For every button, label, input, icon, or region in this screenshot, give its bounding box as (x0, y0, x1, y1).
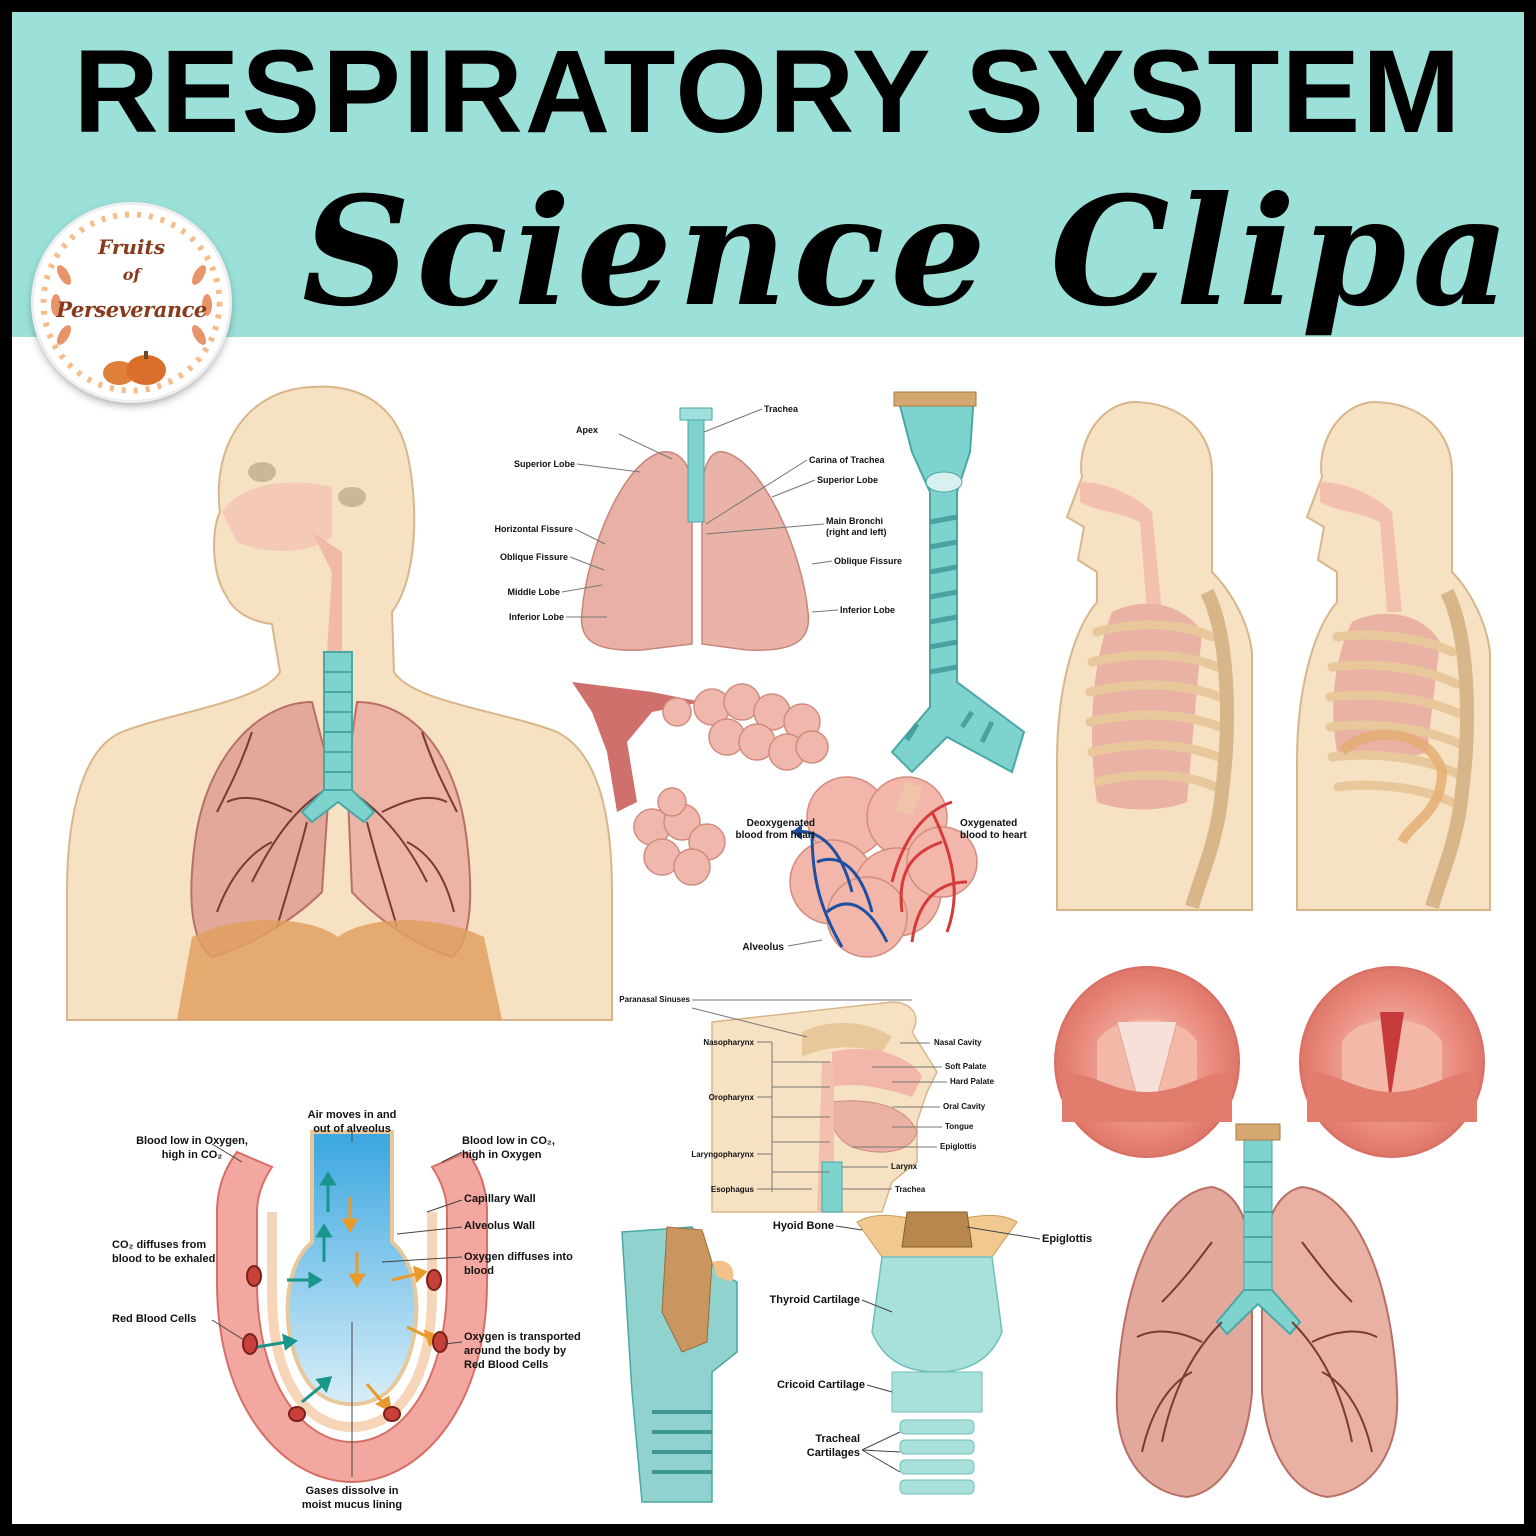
label-main-bronchi: Main Bronchi (826, 516, 883, 526)
vocal-cords-open (1054, 966, 1240, 1158)
label-horizontal-fissure: Horizontal Fissure (494, 524, 573, 534)
label-thyroid-cartilage: Thyroid Cartilage (770, 1294, 860, 1306)
logo-line-fruits: Fruits (97, 235, 166, 259)
larynx-front-view: Hyoid Bone Epiglottis Thyroid Cartilage … (770, 1211, 1092, 1495)
label-blood-low-oxygen: Blood low in Oxygen, (136, 1135, 248, 1147)
logo-line-of: of (122, 265, 141, 284)
label-alveolus: Alveolus (742, 942, 784, 953)
label-oral-cavity: Oral Cavity (943, 1102, 986, 1111)
alveoli-clusters (572, 682, 829, 886)
lungs-with-bronchi (1115, 1123, 1399, 1499)
side-profile-inhale (1056, 400, 1253, 911)
leaf-wreath-icon (40, 211, 223, 394)
label-oxygen-transported-3: Red Blood Cells (464, 1359, 548, 1371)
label-inferior-lobe-left: Inferior Lobe (509, 612, 564, 622)
label-esophagus: Esophagus (711, 1185, 755, 1194)
label-epiglottis-larynx: Epiglottis (1042, 1233, 1092, 1245)
label-oropharynx: Oropharynx (709, 1093, 755, 1102)
clipart-cover: RESPIRATORY SYSTEM Science Clipart (12, 12, 1524, 1524)
page-title: RESPIRATORY SYSTEM (73, 26, 1463, 158)
gas-exchange-diagram: Blood low in Oxygen, high in CO₂ Air mov… (112, 1109, 581, 1511)
label-tongue: Tongue (945, 1122, 974, 1131)
label-laryngopharynx: Laryngopharynx (691, 1150, 754, 1159)
label-soft-palate: Soft Palate (945, 1062, 987, 1071)
label-oxygenated: Oxygenated (960, 818, 1017, 829)
label-nasopharynx: Nasopharynx (703, 1038, 754, 1047)
label-apex: Apex (576, 425, 598, 435)
label-carina: Carina of Trachea (809, 455, 886, 465)
label-capillary-wall: Capillary Wall (464, 1193, 536, 1205)
label-gases-dissolve-sub: moist mucus lining (302, 1499, 402, 1511)
label-trachea-head: Trachea (895, 1185, 926, 1194)
label-air-moves-sub: out of alveolus (313, 1123, 391, 1135)
labeled-lungs-diagram: Apex Superior Lobe Horizontal Fissure Ob… (494, 404, 902, 651)
respiratory-illustrations: Apex Superior Lobe Horizontal Fissure Ob… (66, 385, 1491, 1511)
label-hard-palate: Hard Palate (950, 1077, 995, 1086)
label-gases-dissolve: Gases dissolve in (306, 1485, 399, 1497)
label-epiglottis-head: Epiglottis (940, 1142, 977, 1151)
pumpkin-icon (103, 351, 166, 385)
label-red-blood-cells: Red Blood Cells (112, 1313, 196, 1325)
label-inferior-lobe-right: Inferior Lobe (840, 605, 895, 615)
label-oxygenated-sub: blood to heart (960, 830, 1027, 841)
label-oblique-fissure-left: Oblique Fissure (500, 552, 568, 562)
label-blood-low-oxygen-sub: high in CO₂ (162, 1149, 223, 1161)
label-oblique-fissure-right: Oblique Fissure (834, 556, 902, 566)
label-superior-lobe-left: Superior Lobe (514, 459, 575, 469)
label-middle-lobe: Middle Lobe (508, 587, 561, 597)
label-hyoid-bone: Hyoid Bone (773, 1220, 834, 1232)
torso-respiratory-figure (66, 385, 613, 1021)
label-blood-low-co2: Blood low in CO₂, (462, 1135, 555, 1147)
label-nasal-cavity: Nasal Cavity (934, 1038, 982, 1047)
label-trachea-lungs: Trachea (764, 404, 799, 414)
label-oxygen-diffuses: Oxygen diffuses into (464, 1251, 573, 1263)
logo-line-perseverance: Perseverance (56, 297, 207, 322)
label-larynx: Larynx (891, 1162, 918, 1171)
label-deoxygenated-sub: blood from heart (736, 830, 816, 841)
label-blood-low-co2-sub: high in Oxygen (462, 1149, 542, 1161)
side-profile-exhale (1296, 400, 1491, 911)
brand-logo: Fruits of Perseverance (34, 205, 229, 400)
label-main-bronchi-sub: (right and left) (826, 527, 887, 537)
trachea-illustration (890, 391, 1026, 774)
vocal-cords-closed (1299, 966, 1485, 1158)
label-co2-diffuses: CO₂ diffuses from (112, 1239, 206, 1251)
label-alveolus-wall: Alveolus Wall (464, 1220, 535, 1232)
page-subtitle: Science Clipart (302, 164, 1524, 340)
label-paranasal-sinuses: Paranasal Sinuses (619, 995, 690, 1004)
label-deoxygenated: Deoxygenated (747, 818, 815, 829)
label-air-moves: Air moves in and (308, 1109, 397, 1121)
label-co2-diffuses-sub: blood to be exhaled (112, 1253, 215, 1265)
label-oxygen-transported-2: around the body by (464, 1345, 567, 1357)
larynx-side-view (621, 1226, 738, 1503)
alveolus-capillary-diagram: Deoxygenated blood from heart Oxygenated… (736, 776, 1027, 958)
label-tracheal-cartilages: Tracheal (815, 1433, 860, 1445)
title-banner (12, 12, 1524, 337)
label-oxygen-diffuses-sub: blood (464, 1265, 494, 1277)
label-tracheal-cartilages-sub: Cartilages (807, 1447, 860, 1459)
label-superior-lobe-right: Superior Lobe (817, 475, 878, 485)
label-oxygen-transported: Oxygen is transported (464, 1331, 581, 1343)
head-cross-section: Paranasal Sinuses Nasopharynx Oropharynx… (619, 995, 995, 1213)
label-cricoid-cartilage: Cricoid Cartilage (777, 1379, 865, 1391)
